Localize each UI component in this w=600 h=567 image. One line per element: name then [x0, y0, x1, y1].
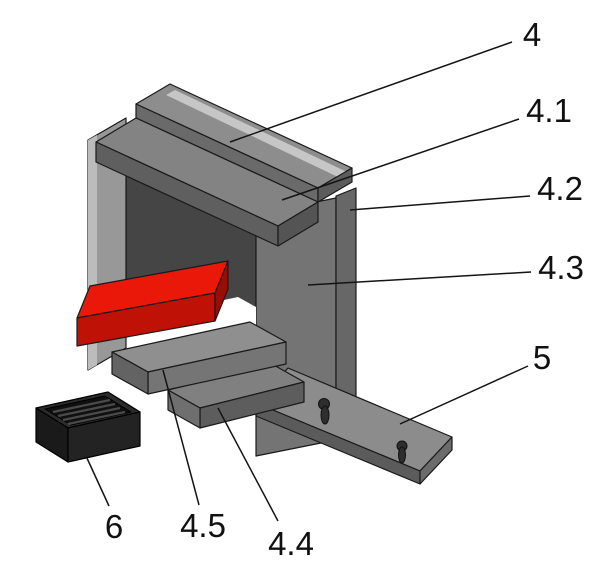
part-label-4-5: 4.5: [180, 507, 226, 544]
leader-line-4-2: [349, 195, 531, 211]
part-label-4: 4: [523, 16, 541, 53]
part-label-4-3: 4.3: [538, 249, 584, 286]
part-labels: 4 4.1 4.2 4.3 5 6 4.5 4.4: [105, 16, 584, 562]
leader-line-4-4: [217, 407, 279, 522]
front-top-plate: [95, 117, 319, 247]
ash-pan-front-face: [67, 411, 141, 463]
ash-pan: [35, 391, 141, 463]
leader-line-4-1: [281, 118, 520, 201]
part-label-6: 6: [105, 508, 123, 545]
rear-top-plate-light-stripe: [166, 90, 347, 177]
red-plate-end-face: [214, 260, 229, 322]
front-top-plate-end-face: [277, 201, 319, 247]
highlighted-red-plate: [76, 260, 229, 347]
leader-line-6: [85, 455, 110, 507]
bottom-plate-lower: [167, 363, 305, 429]
part-label-4-2: 4.2: [537, 170, 583, 207]
leader-line-4-5: [162, 369, 200, 506]
leader-line-4: [229, 41, 513, 143]
bottom-plate-upper: [111, 321, 287, 395]
bracket-keyhole-slot-1: [318, 398, 330, 425]
leader-line-4-3: [307, 271, 532, 286]
ash-pan-grate-slots: [52, 398, 126, 426]
leader-lines: [85, 41, 532, 522]
mounting-bracket: [255, 367, 453, 485]
bracket-end-face: [419, 436, 453, 485]
part-label-4-4: 4.4: [268, 525, 314, 562]
bottom-plate-upper-end-face: [111, 351, 149, 395]
leader-line-5: [399, 365, 529, 425]
bracket-keyhole-slot-2: [396, 440, 408, 464]
part-label-5: 5: [533, 339, 551, 376]
part-label-4-1: 4.1: [526, 92, 572, 129]
bottom-plate-lower-end-face: [167, 389, 201, 429]
